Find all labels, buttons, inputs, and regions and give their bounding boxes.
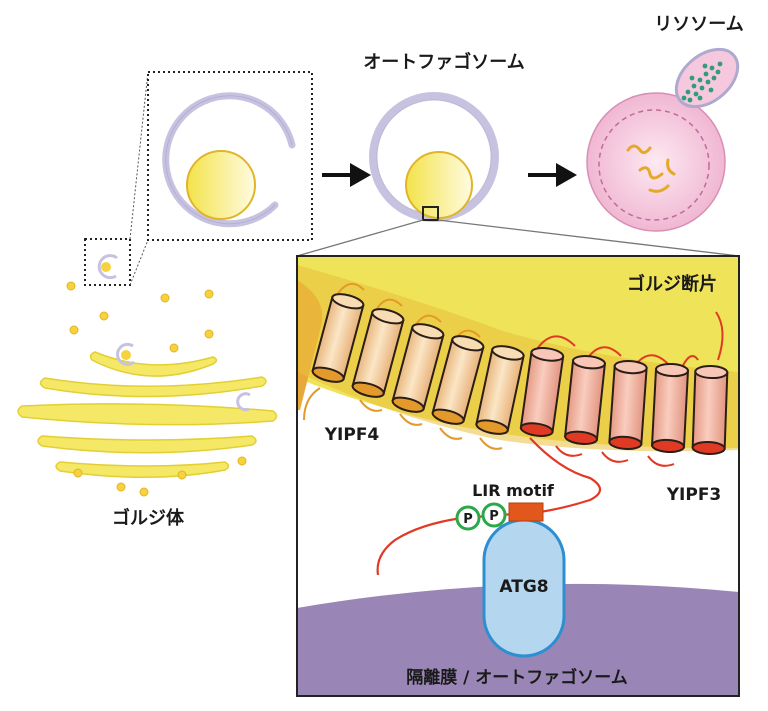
yipf4-helix [475,345,525,435]
phospho-label: P [463,512,473,527]
lysosome-enzymes [681,61,723,103]
zoom-frame-large [147,71,313,241]
autophagosome-label: オートファゴソーム [363,51,524,73]
yipf3-helix [650,363,690,453]
golgi-body: ゴルジ体 [17,238,278,529]
yipf3-n-terminal-tail [376,437,602,576]
golgi-body-label: ゴルジ体 [112,507,185,529]
atg8-label: ATG8 [499,577,548,597]
yipf4-helix [391,323,445,413]
yipf3-label: YIPF3 [666,485,722,505]
zoom-connector [129,71,149,286]
yipf3-helix [691,365,729,455]
golgi-fragment-label: ゴルジ断片 [627,273,717,295]
molecular-detail-panel: ゴルジ断片 [296,255,740,697]
arrow-right [528,163,577,187]
degraded-golgi-fragments [626,144,676,193]
yipf4-protein [303,282,525,450]
isolation-membrane-label: 隔離膜 / オートファゴソーム [406,667,628,688]
lir-motif-label: LIR motif [472,481,555,500]
yipf4-label: YIPF4 [324,425,380,445]
yipf3-helix [564,355,606,445]
phospho-label: P [489,509,499,524]
forming-autophagosome [236,392,251,412]
zoom-connector [296,219,740,257]
yipf4-helix [311,293,365,383]
zoom-frame-membrane [422,206,439,221]
phosphorylation-site: P [455,505,481,531]
lir-motif-box [508,502,544,522]
atg8-protein: ATG8 [482,518,566,658]
golgi-fragment-vesicle [186,150,256,220]
golgi-phagophore-small [97,254,118,280]
yipf3-protein [519,311,729,467]
golgi-cisternae [17,351,278,478]
golgi-vesicles [66,281,247,497]
yipf3-helix [519,347,565,437]
yipf3-helix [608,360,648,450]
yipf4-helix [351,308,405,398]
autophagosome: オートファゴソーム [363,51,525,222]
phagophore-enlarged [147,71,313,241]
lysosome [674,47,740,109]
yipf4-helix [431,335,485,425]
phosphorylation-site: P [481,502,507,528]
arrow-right [322,163,371,187]
lysosome-label: リソソーム [654,14,743,35]
forming-autophagosome [116,342,135,366]
autolysosome: リソソーム [586,14,744,232]
